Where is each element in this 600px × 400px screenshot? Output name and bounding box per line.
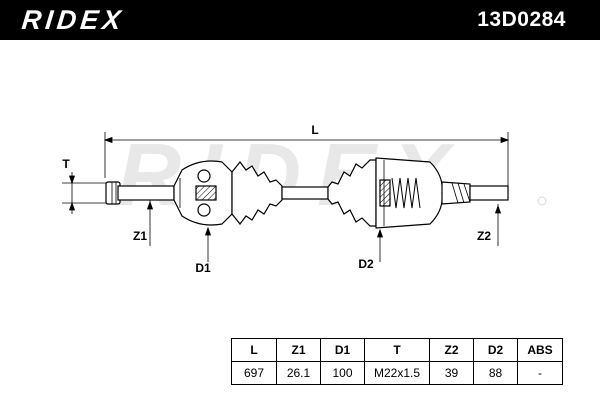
dimension-d2 xyxy=(376,228,384,262)
label-z1: Z1 xyxy=(133,229,147,243)
spec-header-t: T xyxy=(364,338,430,362)
watermark-registered-mark xyxy=(537,196,547,206)
spec-header-abs: ABS xyxy=(517,338,563,362)
spec-value-z1: 26.1 xyxy=(276,361,321,385)
spec-value-t: M22x1.5 xyxy=(364,361,430,385)
spec-header-z1: Z1 xyxy=(276,338,321,362)
spec-table: L Z1 D1 T Z2 D2 ABS 697 26.1 100 M22x1.5… xyxy=(231,338,563,385)
spec-header-z2: Z2 xyxy=(429,338,474,362)
spec-header-row: L Z1 D1 T Z2 D2 ABS xyxy=(231,338,563,362)
label-t: T xyxy=(62,157,70,171)
dimension-d1 xyxy=(204,226,212,262)
spec-value-abs: - xyxy=(517,361,563,385)
brand-logo: RIDEX xyxy=(20,5,127,35)
spec-value-d2: 88 xyxy=(473,361,518,385)
spec-value-l: 697 xyxy=(231,361,277,385)
spec-value-row: 697 26.1 100 M22x1.5 39 88 - xyxy=(231,361,563,385)
spec-header-d1: D1 xyxy=(320,338,365,362)
dimension-z1 xyxy=(146,200,154,246)
dimension-z2 xyxy=(494,204,502,246)
spec-header-l: L xyxy=(231,338,277,362)
drive-shaft xyxy=(105,157,509,229)
label-l: L xyxy=(311,123,318,137)
spec-value-z2: 39 xyxy=(429,361,474,385)
spec-header-d2: D2 xyxy=(473,338,518,362)
label-d2: D2 xyxy=(358,257,374,271)
label-d1: D1 xyxy=(195,261,211,275)
header-bar: RIDEX 13D0284 xyxy=(0,0,600,40)
drive-shaft-drawing: RIDEX L T xyxy=(62,123,547,275)
dimension-l xyxy=(103,132,510,190)
label-z2: Z2 xyxy=(477,229,491,243)
part-number: 13D0284 xyxy=(477,8,566,31)
spec-value-d1: 100 xyxy=(320,361,365,385)
